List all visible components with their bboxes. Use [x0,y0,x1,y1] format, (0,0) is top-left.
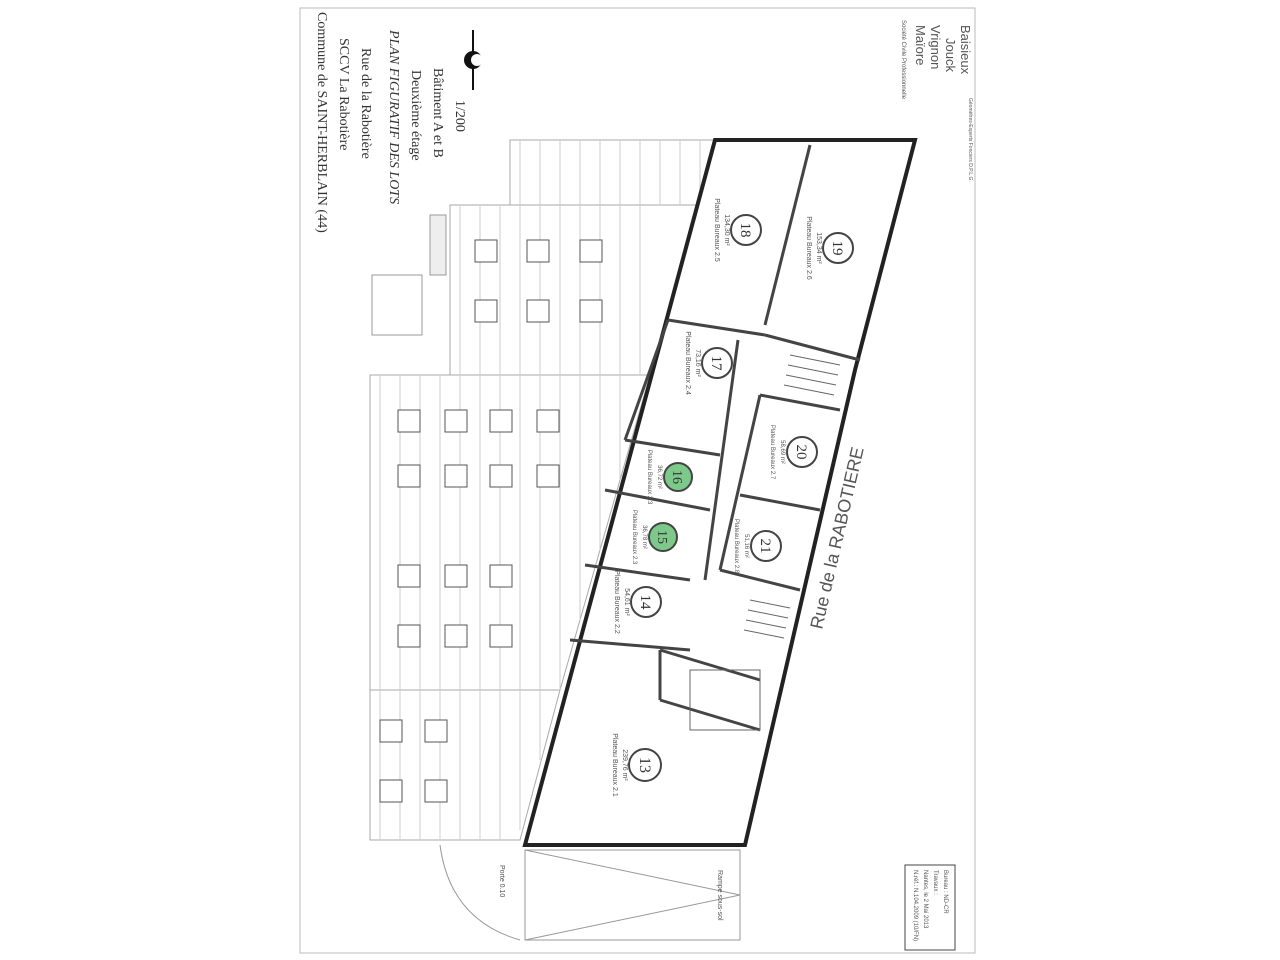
svg-text:Maïore: Maïore [913,25,928,65]
lot-area: 153,34 m² [815,232,822,264]
lot-number: 21 [757,539,773,554]
lot-area: 239,76 m² [621,749,628,781]
lot-area: 51,16 m² [743,534,749,558]
firm-logo: Société Civile Professionnelle Maïore Vr… [900,20,973,182]
lot-name: Plateau Bureaux 2.3 [631,510,637,565]
lot-area: 134,30 m² [723,214,730,246]
commune-text: Commune de SAINT-HERBLAIN (44) [314,12,329,233]
lot-21: 21 Plateau Bureaux 2.8 51,16 m² [733,519,782,574]
door-label: Porte 0.10 [498,865,505,897]
lot-number: 14 [637,595,653,611]
client-text: SCCV La Rabotière [336,38,351,151]
svg-text:Baisieux: Baisieux [958,25,973,75]
svg-text:N.réf.: N.104.2009 (10/FN): N.réf.: N.104.2009 (10/FN) [912,870,918,941]
lot-marker [701,347,733,379]
lot-number: 15 [654,530,669,544]
lot-marker [630,586,662,618]
lot-marker-highlighted [648,522,678,552]
lot-name: Plateau Bureaux 2.1 [611,733,618,797]
lot-area: 36,78 m² [641,525,647,549]
svg-text:Géomètres-Experts Fonciers D.P: Géomètres-Experts Fonciers D.P.L.G. [967,98,973,182]
ramp-label: Rampe sous-sol [716,870,723,921]
building [522,138,918,847]
lot-number: 17 [708,356,724,372]
lot-number: 13 [636,757,653,773]
north-arrow-icon [464,30,483,90]
scale-text: 1/200 [452,100,467,132]
building-text: Bâtiment A et B [430,68,445,158]
lot-number: 19 [829,241,845,256]
sheet-border [299,7,976,954]
lot-area: 36,72 m² [656,465,662,489]
lot-20: 20 Plateau Bureaux 2.7 58,69 m² [769,425,818,480]
lot-number: 18 [737,223,753,238]
ramp-area: Porte 0.10 Rampe sous-sol [439,844,741,941]
lot-name: Plateau Bureaux 2.7 [769,425,775,480]
lot-number: 16 [669,470,684,484]
reference-block: N.réf.: N.104.2009 (10/FN) Nantes, le 2 … [904,864,956,951]
lot-name: Plateau Bureaux 2.3 [646,450,652,505]
svg-text:Nantes, le 2 Mai 2013: Nantes, le 2 Mai 2013 [922,870,928,929]
lot-area: 58,69 m² [779,440,785,464]
svg-text:Bureau : ND-CR: Bureau : ND-CR [942,870,948,914]
lot-marker [822,232,854,264]
roof-terraces [369,139,716,841]
lot-16: 16 Plateau Bureaux 2.3 36,72 m² [646,450,693,505]
lot-name: Plateau Bureaux 2.2 [613,570,620,634]
plan-title: PLAN FIGURATIF DES LOTS [386,29,401,204]
svg-text:Jouck: Jouck [943,38,958,72]
lot-name: Plateau Bureaux 2.6 [805,216,812,280]
svg-text:Société Civile Professionnelle: Société Civile Professionnelle [900,20,906,100]
address-text: Rue de la Rabotière [358,48,373,159]
lot-area: 73,16 m² [694,349,701,377]
floor-text: Deuxième étage [408,70,423,161]
lot-marker [786,436,818,468]
lot-area: 54,61 m² [623,588,630,616]
lot-15: 15 Plateau Bureaux 2.3 36,78 m² [631,510,678,565]
lot-marker [750,530,782,562]
lot-marker [628,748,662,782]
lot-marker [730,214,762,246]
lot-number: 20 [793,445,809,460]
svg-text:Vrignon: Vrignon [928,25,943,69]
lot-marker-highlighted [663,462,693,492]
title-block: Commune de SAINT-HERBLAIN (44) SCCV La R… [314,12,483,233]
lot-name: Plateau Bureaux 2.4 [684,331,691,395]
lot-name: Plateau Bureaux 2.8 [733,519,739,574]
lot-name: Plateau Bureaux 2.5 [713,198,720,262]
svg-text:Travaux :: Travaux : [932,870,938,895]
